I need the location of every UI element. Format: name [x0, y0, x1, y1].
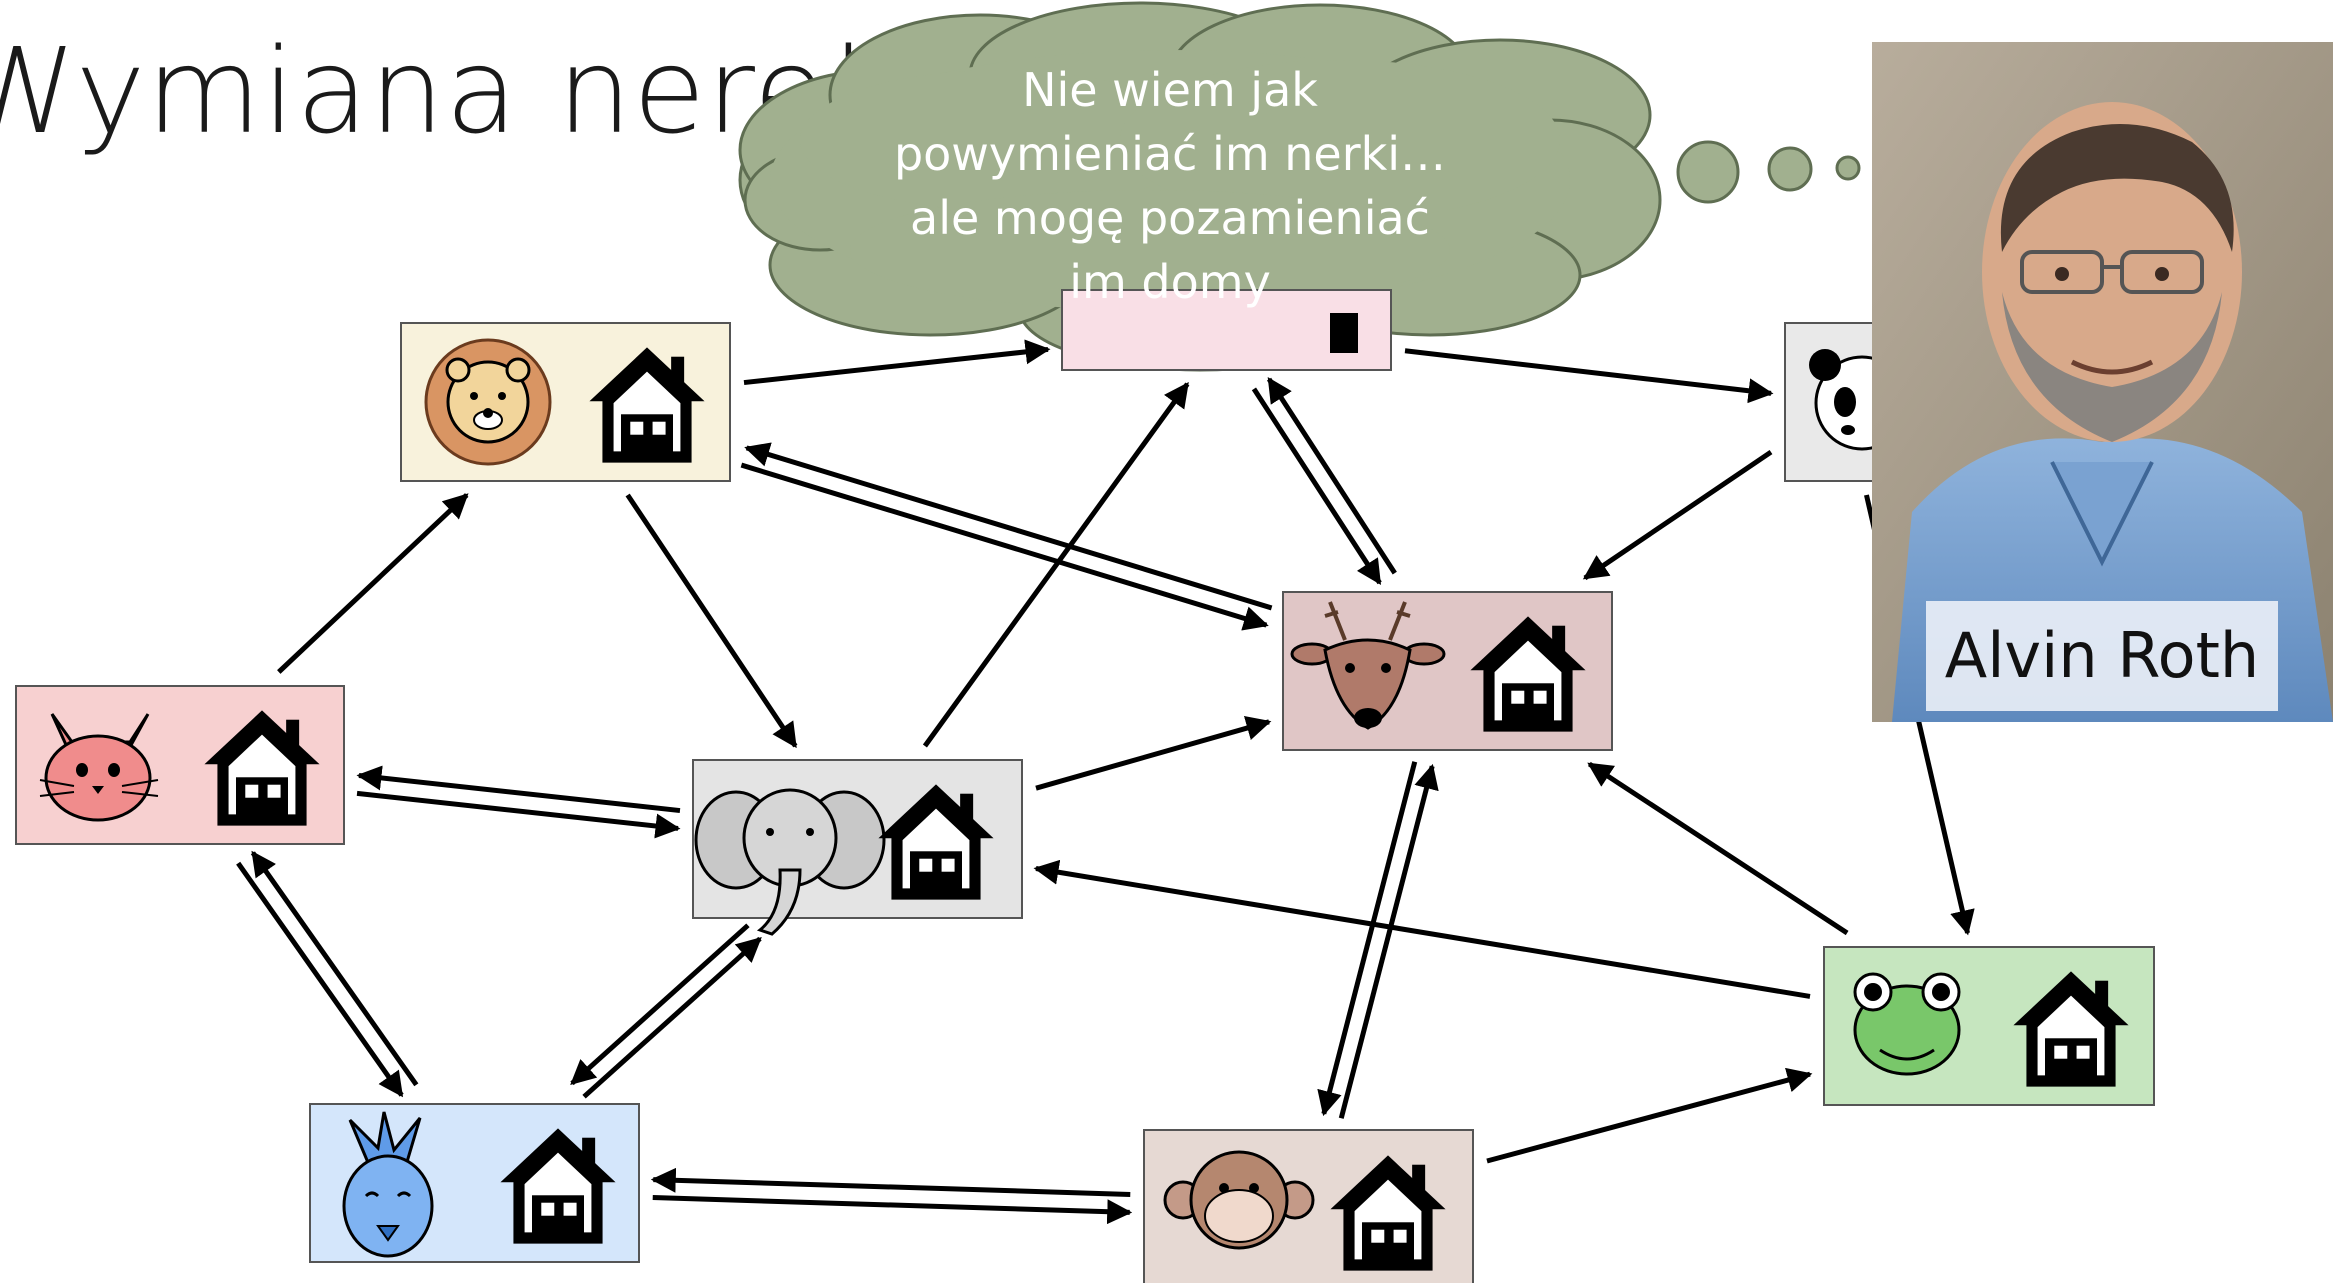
thought-line: powymieniać im nerki… [893, 127, 1447, 181]
node-lion [400, 322, 731, 482]
node-cat [15, 685, 345, 845]
edge-bird-to-cat [250, 850, 419, 1087]
edge-cat-to-bird [236, 861, 404, 1098]
thought-dot-small [1835, 155, 1861, 181]
thought-bubble [738, 1, 1861, 372]
edge-cat-to-elephant [356, 790, 681, 839]
edge-frog-to-elephant [1033, 859, 1811, 999]
node-deer [1282, 591, 1613, 751]
edge-pig-to-deer [1251, 387, 1382, 585]
edge-panda-to-deer [1582, 450, 1773, 581]
edge-lion-to-pig [743, 339, 1051, 386]
thought-dot-medium [1767, 146, 1813, 192]
thought-line: ale mogę pozamieniać [910, 191, 1430, 245]
bird-icon [342, 1111, 434, 1258]
edge-elephant-to-cat [356, 765, 681, 814]
node-frog [1823, 946, 2155, 1106]
edge-bird-to-elephant [582, 936, 762, 1099]
thought-bubble-text: Nie wiem jak powymieniać im nerki… ale m… [880, 58, 1460, 314]
frog-icon [1853, 972, 1961, 1076]
cat-icon [39, 713, 159, 822]
node-monkey [1143, 1129, 1474, 1283]
edge-lion-to-elephant [625, 493, 798, 749]
lion-icon [424, 338, 552, 466]
edge-pig-to-panda [1404, 348, 1774, 404]
monkey-icon [1163, 1150, 1315, 1250]
edge-bird-to-monkey [652, 1195, 1133, 1225]
photo-caption: Alvin Roth [1926, 601, 2278, 711]
thought-line: im domy [1069, 255, 1271, 309]
edges [236, 339, 1975, 1225]
deer-icon [1290, 601, 1446, 730]
edge-elephant-to-pig [922, 381, 1190, 748]
house-icon [1330, 313, 1358, 353]
edge-monkey-to-bird [650, 1167, 1131, 1197]
edge-lion-to-deer [740, 462, 1269, 631]
thought-line: Nie wiem jak [1022, 63, 1318, 117]
elephant-icon [694, 788, 886, 936]
edge-monkey-to-deer [1338, 763, 1439, 1119]
edge-cat-to-lion [277, 493, 469, 674]
edge-frog-to-deer [1587, 761, 1849, 936]
photo-caption-text: Alvin Roth [1944, 619, 2260, 692]
edge-deer-to-lion [744, 442, 1273, 611]
node-elephant [692, 759, 1023, 936]
edge-elephant-to-deer [1035, 715, 1272, 791]
thought-dot-large [1676, 140, 1740, 204]
node-bird [309, 1103, 640, 1263]
edge-monkey-to-frog [1486, 1067, 1813, 1164]
edge-elephant-to-bird [570, 923, 750, 1086]
edge-deer-to-pig [1266, 377, 1397, 575]
edge-deer-to-monkey [1317, 761, 1418, 1117]
node-pig [1061, 289, 1392, 371]
